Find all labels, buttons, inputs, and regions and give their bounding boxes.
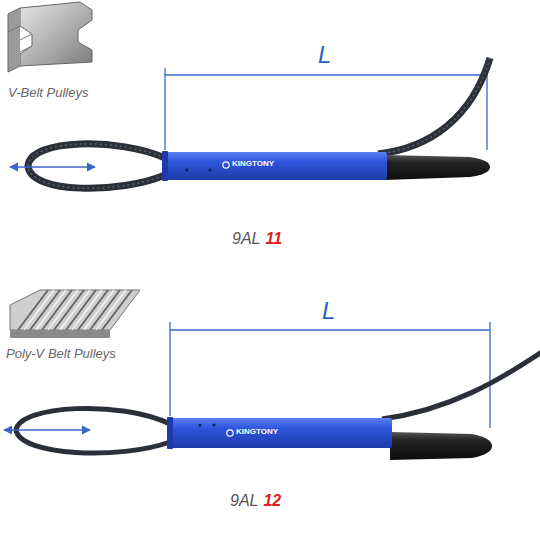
model-number: 9AL xyxy=(230,492,258,510)
dimension-line xyxy=(170,322,490,428)
dimension-line xyxy=(165,68,487,150)
pulley-type-label: V-Belt Pulleys xyxy=(8,86,88,100)
pulley-type-label: Poly-V Belt Pulleys xyxy=(6,347,116,361)
model-suffix: 12 xyxy=(263,492,281,510)
belt-wrench xyxy=(10,58,490,188)
belt-wrench xyxy=(4,350,540,460)
brand-logo: KINGTONY xyxy=(236,428,278,437)
poly-v-pulley-icon xyxy=(10,290,140,338)
model-suffix: 11 xyxy=(265,230,282,248)
brand-logo: KINGTONY xyxy=(232,160,274,169)
model-number: 9AL xyxy=(232,230,260,248)
v-belt-pulley-icon xyxy=(8,2,92,72)
dimension-label: L xyxy=(318,42,331,68)
dimension-label: L xyxy=(322,298,335,324)
